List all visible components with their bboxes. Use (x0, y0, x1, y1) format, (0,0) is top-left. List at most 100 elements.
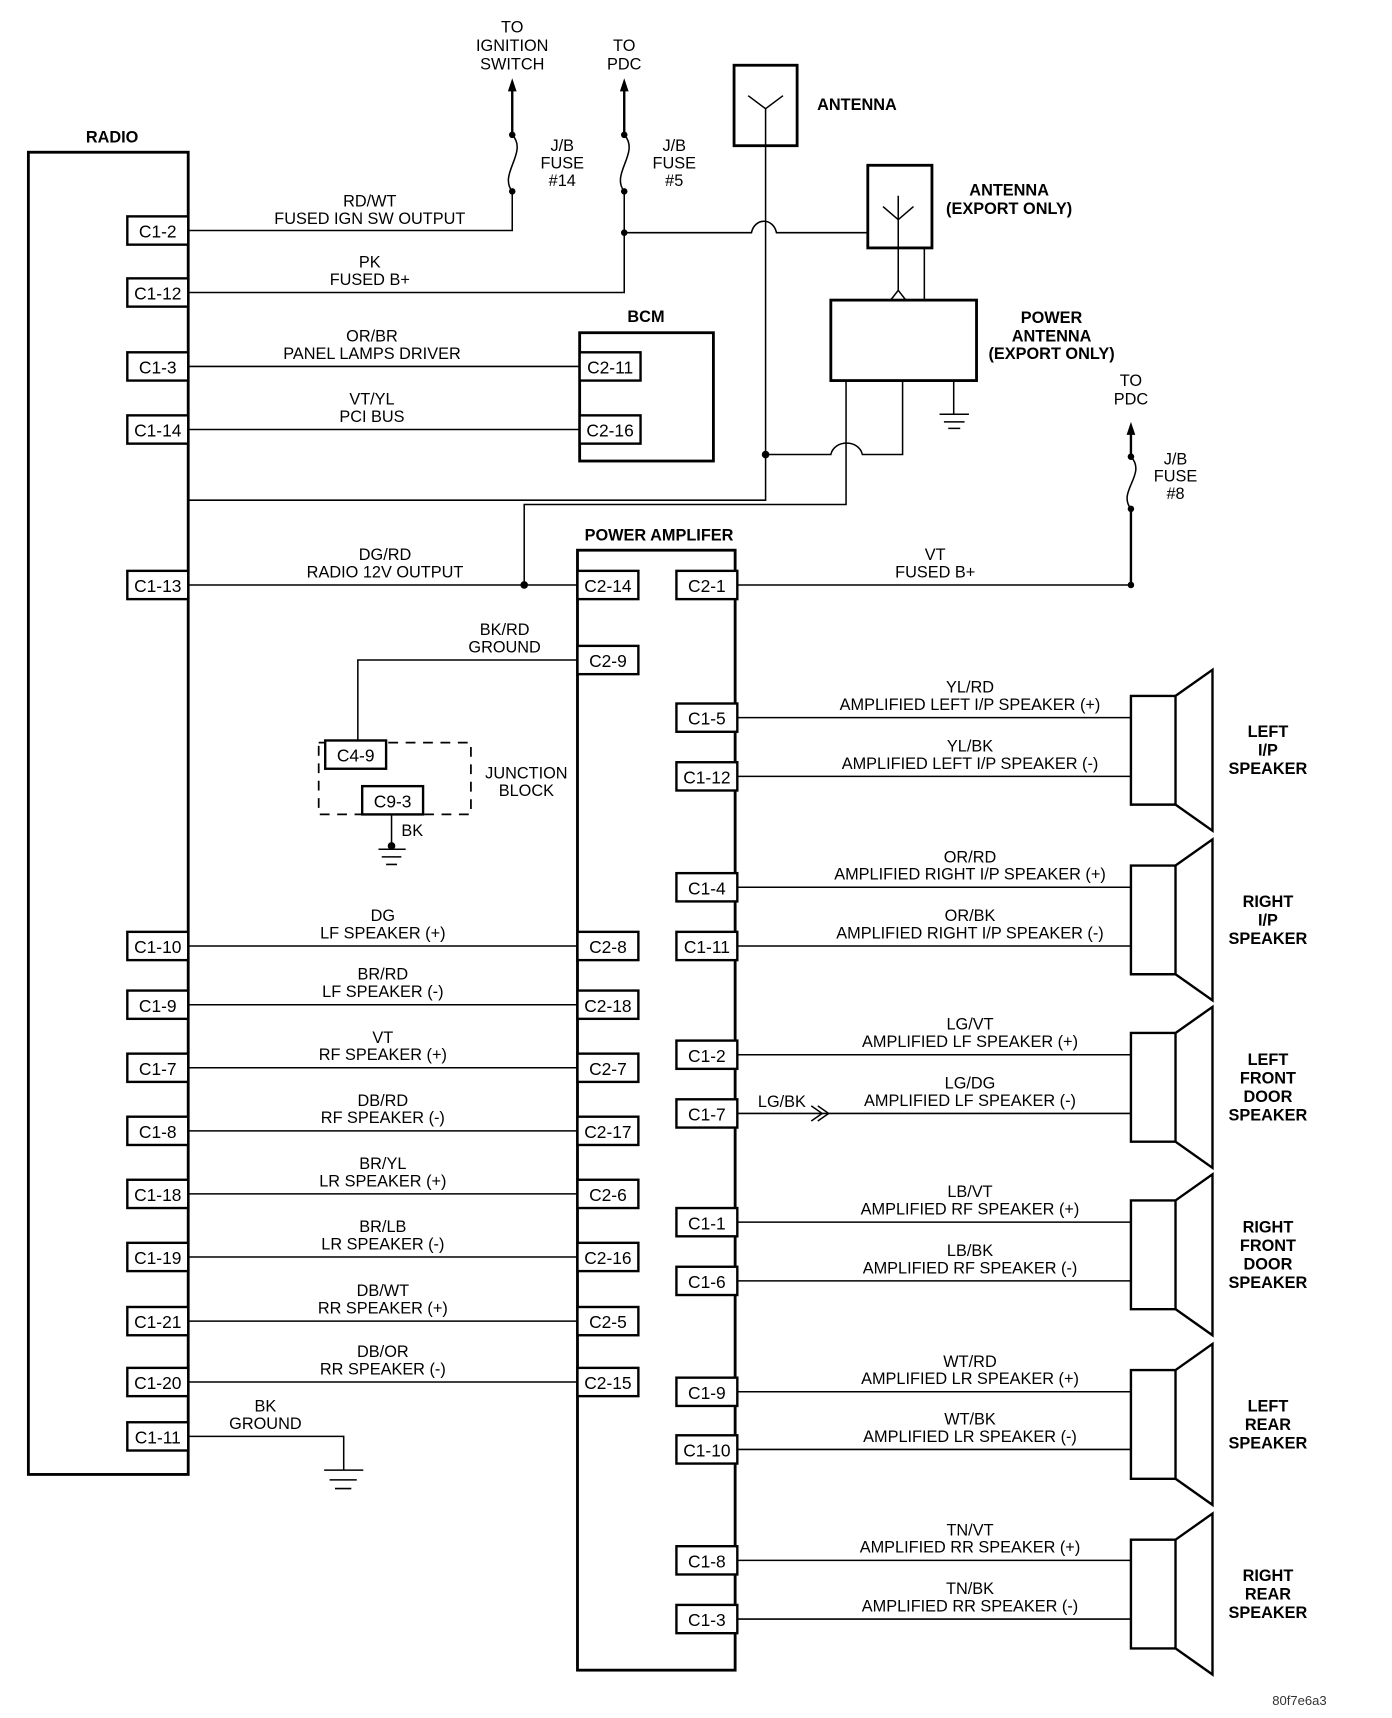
connector-c1-8: C1-8 (675, 1545, 739, 1576)
connector-c2-9: C2-9 (576, 644, 640, 676)
radio-body (26, 150, 190, 1476)
antenna-cable (188, 108, 767, 501)
connector-box (576, 989, 640, 1021)
circuit-function: AMPLIFIED RIGHT I/P SPEAKER (-) (836, 924, 1103, 942)
circuit-color: TN/VT (946, 1521, 993, 1539)
circuit-function: AMPLIFIED RR SPEAKER (-) (862, 1597, 1078, 1615)
circuit-color: YL/BK (947, 737, 993, 755)
fuse-label: #14 (549, 172, 576, 190)
circuit-function: AMPLIFIED RR SPEAKER (+) (860, 1539, 1081, 1557)
connector-pin-label: C1-6 (688, 1272, 726, 1292)
connector-pin-label: C1-5 (688, 709, 726, 729)
speaker-label: RIGHT (1243, 1219, 1294, 1237)
connector-box (576, 644, 640, 676)
circuit-function: AMPLIFIED LR SPEAKER (+) (861, 1370, 1079, 1388)
arrow-up-icon (507, 78, 517, 92)
connector-c2-15: C2-15 (576, 1366, 640, 1398)
speaker-label: SPEAKER (1229, 1274, 1308, 1292)
connector-pin-label: C1-1 (688, 1213, 726, 1233)
circuit-color: RD/WT (343, 193, 396, 211)
connector-pin-label: C2-6 (589, 1185, 627, 1205)
connector-c2-1: C2-1 (675, 569, 739, 601)
circuit-color: BR/LB (359, 1218, 406, 1236)
connector-pin-label: C2-5 (589, 1312, 627, 1332)
connector-box (675, 871, 739, 903)
circuit-color-alt: LG/BK (758, 1093, 806, 1111)
pdc-feed-top: TO PDC J/B FUSE #5 (188, 37, 926, 301)
speaker-label: SPEAKER (1229, 930, 1308, 948)
speaker-label: RIGHT (1243, 1567, 1294, 1585)
connector-pin-label: C2-15 (584, 1373, 631, 1393)
splice-dot (1127, 581, 1135, 589)
connector-c1-12: C1-12 (675, 761, 739, 792)
connector-box (126, 1421, 190, 1452)
antenna: ANTENNA (188, 63, 897, 501)
connector-c2-16: C2-16 (578, 414, 642, 445)
circuit-color: PK (359, 253, 381, 271)
fuse-label: FUSE (541, 155, 585, 173)
connector-c1-10: C1-10 (675, 1434, 739, 1465)
speaker-label: DOOR (1243, 1088, 1292, 1106)
connector-pin-label: C1-9 (139, 996, 177, 1016)
arrow-up-icon (1126, 421, 1136, 435)
connector-c1-19: C1-19 (126, 1241, 190, 1273)
connector-pin-label: C9-3 (374, 791, 412, 811)
connector-box (675, 1376, 739, 1408)
fuse-label: FUSE (1154, 468, 1198, 486)
connector-c2-6: C2-6 (576, 1178, 640, 1210)
connector-c1-12: C1-12 (126, 277, 190, 308)
connector-box (675, 1206, 739, 1238)
connector-box (126, 1241, 190, 1273)
connector-c1-11: C1-11 (126, 1421, 190, 1452)
connector-box (576, 569, 640, 601)
circuit-function: FUSED B+ (330, 271, 410, 289)
antenna-export-box (866, 163, 934, 250)
connector-c1-7: C1-7 (675, 1098, 739, 1129)
connector-box (675, 1098, 739, 1129)
circuit-function: FUSED B+ (895, 563, 975, 581)
connector-pin-label: C4-9 (337, 746, 375, 766)
antenna-label: ANTENNA (817, 96, 897, 114)
fuse-terminal (620, 131, 628, 139)
connector-box (126, 1305, 190, 1337)
connector-c2-17: C2-17 (576, 1115, 640, 1147)
splice-dot (520, 581, 529, 589)
connector-pin-label: C1-12 (683, 767, 730, 787)
connector-box (126, 989, 190, 1021)
connector-box (576, 1178, 640, 1210)
connector-c1-3: C1-3 (675, 1603, 739, 1635)
connector-pin-label: C1-9 (688, 1383, 726, 1403)
fuse-label: #8 (1166, 485, 1184, 503)
connector-pin-label: C2-16 (584, 1248, 631, 1268)
circuit-function: PCI BUS (339, 408, 404, 426)
speaker-label: DOOR (1243, 1255, 1292, 1273)
circuit-color: DB/OR (357, 1343, 409, 1361)
connector-box (126, 351, 190, 382)
connector-c1-10: C1-10 (126, 930, 190, 962)
circuit-color: DB/RD (357, 1092, 408, 1110)
connector-pin-label: C2-7 (589, 1059, 627, 1079)
connector-box (576, 1241, 640, 1273)
speaker-label: SPEAKER (1229, 1434, 1308, 1452)
connector-c1-18: C1-18 (126, 1178, 190, 1210)
connector-c2-14: C2-14 (576, 569, 640, 601)
circuit-function: RR SPEAKER (+) (318, 1300, 448, 1318)
power-antenna: POWER ANTENNA (EXPORT ONLY) (523, 298, 1115, 585)
fuse-terminal (1127, 453, 1135, 460)
connector-c2-5: C2-5 (576, 1305, 640, 1337)
circuit-color: LG/VT (946, 1016, 993, 1034)
connector-pin-label: C1-2 (139, 222, 177, 242)
connector-box (126, 1178, 190, 1210)
